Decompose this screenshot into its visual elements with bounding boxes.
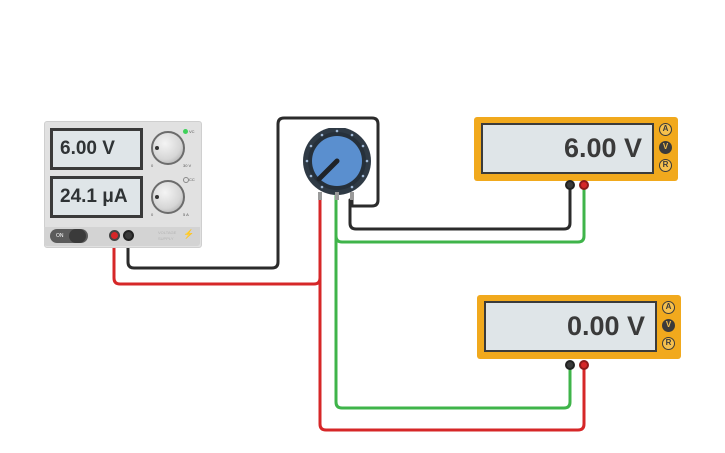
red-wire-meter-bottom[interactable] (318, 276, 586, 432)
current-knob-min-label: 0 (151, 212, 154, 217)
green-wire-meter-bottom[interactable] (334, 234, 572, 410)
black-wire-meter-top[interactable] (348, 184, 572, 231)
meter-top-mode-ammeter[interactable]: A (659, 123, 672, 136)
multimeter-bottom-display: 0.00 V (484, 301, 657, 352)
meter-top-mode-voltmeter[interactable]: V (659, 141, 672, 154)
current-knob-indicator (155, 195, 159, 199)
meter-top-com-terminal[interactable] (565, 180, 575, 190)
meter-bottom-mode-voltmeter[interactable]: V (662, 319, 675, 332)
voltage-knob-max-label: 30 V (183, 163, 192, 168)
psu-negative-terminal[interactable] (123, 230, 134, 241)
voltage-knob-indicator (155, 146, 159, 150)
voltage-knob-min-label: 0 (151, 163, 154, 168)
power-switch-knob (69, 229, 86, 243)
black-wire-psu[interactable] (126, 116, 380, 270)
multimeter-top-display: 6.00 V (481, 123, 654, 174)
potentiometer-pointer (316, 158, 340, 182)
psu-positive-terminal[interactable] (109, 230, 120, 241)
current-knob-max-label: 5 A (183, 212, 189, 217)
potentiometer[interactable] (300, 128, 374, 202)
vc-indicator-led (183, 129, 188, 134)
meter-bottom-mode-ammeter[interactable]: A (662, 301, 675, 314)
cc-label: CC (189, 177, 195, 182)
meter-bottom-positive-terminal[interactable] (579, 360, 589, 370)
meter-top-positive-terminal[interactable] (579, 180, 589, 190)
brand-label-line1: VOLTAGE (158, 230, 177, 235)
cc-indicator-led (183, 177, 189, 183)
meter-bottom-mode-ohmmeter[interactable]: R (662, 337, 675, 350)
brand-label-line2: SUPPLY (158, 236, 174, 241)
lightning-icon: ⚡ (183, 229, 195, 239)
vc-label: VC (189, 129, 195, 134)
meter-bottom-com-terminal[interactable] (565, 360, 575, 370)
voltage-display: 6.00 V (50, 128, 143, 170)
current-display: 24.1 μA (50, 176, 143, 218)
meter-top-mode-ohmmeter[interactable]: R (659, 159, 672, 172)
